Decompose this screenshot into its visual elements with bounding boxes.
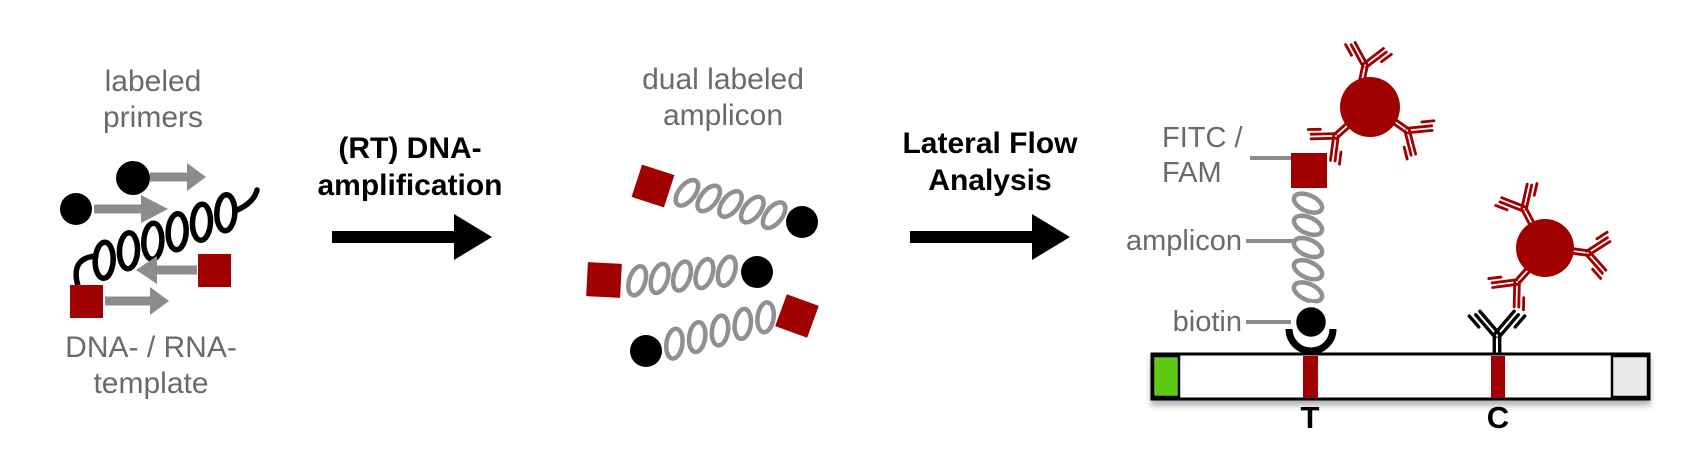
- helix-loop: [92, 239, 116, 281]
- fitc-square-icon: [70, 285, 103, 318]
- helix-loop: [116, 230, 141, 272]
- lateral-flow-strip-group: [1150, 41, 1651, 401]
- template-caption: DNA- / RNA- template: [65, 331, 237, 400]
- helix-loop: [1291, 280, 1325, 304]
- helix-loop: [760, 200, 788, 231]
- primer-arrowhead-icon: [187, 163, 206, 191]
- fitc-fam-label: FITC / FAM: [1162, 122, 1243, 189]
- amplification-arrow-label: (RT) DNA- amplification: [317, 132, 503, 202]
- nanoparticle-icon: [1516, 219, 1574, 277]
- primer-arrowhead-icon: [150, 287, 169, 315]
- antibody-icon: [1487, 259, 1539, 312]
- helix-loop: [1291, 191, 1325, 215]
- helix-loop: [141, 220, 165, 262]
- helix-loop: [755, 300, 777, 335]
- antibody-icon: [1559, 230, 1612, 280]
- amplicon-strip-label: amplicon: [1125, 225, 1242, 257]
- helix-loop: [732, 306, 754, 342]
- streptavidin-cup-icon: [1285, 328, 1337, 355]
- strip-body: [1150, 352, 1651, 401]
- nanoparticle-icon: [1340, 77, 1400, 137]
- helix-loop: [693, 256, 716, 291]
- helix-loop: [715, 254, 738, 288]
- helix-loop: [695, 183, 723, 214]
- helix-loop: [670, 259, 694, 293]
- fitc-square-icon: [1291, 153, 1327, 188]
- helix-loop: [686, 319, 708, 355]
- primer-arrowhead-icon: [141, 195, 168, 223]
- helix-loop: [1291, 213, 1325, 238]
- primer-arrowhead-icon: [136, 256, 157, 284]
- biotin-dot-icon: [116, 161, 150, 195]
- helix-loop: [648, 261, 671, 296]
- labeled-primers-group: [60, 161, 260, 318]
- fam-square-icon: [631, 164, 675, 208]
- dna-template-helix-icon: [73, 187, 260, 289]
- control-line-label: C: [1486, 400, 1510, 435]
- biotin-dot-icon: [786, 206, 818, 238]
- biotin-dot-icon: [1291, 302, 1331, 342]
- antibody-icon: [1467, 309, 1527, 355]
- sample-pad: [1151, 354, 1181, 399]
- test-strip: [1150, 352, 1651, 401]
- dual-labeled-amplicon-group: [586, 164, 819, 367]
- fam-square-icon: [775, 294, 819, 338]
- absorbent-pad: [1610, 354, 1650, 399]
- biotin-dot-icon: [741, 256, 773, 288]
- test-line: [1303, 356, 1318, 398]
- helix-loop: [717, 188, 744, 220]
- biotin-label: biotin: [1172, 306, 1242, 338]
- amplification-arrow-icon: [332, 214, 492, 260]
- helix-loop: [709, 313, 731, 348]
- antibody-icon: [1382, 111, 1436, 161]
- amplicon-helix-icon: [1291, 191, 1325, 304]
- helix-loop: [738, 194, 766, 225]
- helix-loop: [663, 326, 685, 361]
- lateral-flow-arrow-label: Lateral Flow Analysis: [902, 127, 1078, 197]
- labeled-primers-title: labeled primers: [102, 65, 203, 134]
- amplicon-group-title: dual labeled amplicon: [642, 63, 804, 132]
- helix-loop: [189, 201, 214, 243]
- fitc-square-icon: [198, 254, 231, 287]
- helix-loop: [1291, 235, 1325, 260]
- biotin-dot-icon: [630, 335, 662, 367]
- fam-square-icon: [586, 262, 622, 298]
- helix-loop: [673, 177, 701, 208]
- control-line: [1491, 356, 1505, 398]
- helix-loop: [165, 211, 189, 253]
- lateral-flow-arrow-icon: [910, 214, 1070, 260]
- helix-loop: [626, 264, 649, 298]
- helix-loop: [1291, 257, 1325, 282]
- helix-loop: [214, 192, 238, 234]
- amplicon-helix-icon: [626, 177, 788, 361]
- biotin-dot-icon: [60, 193, 92, 225]
- test-line-label: T: [1300, 400, 1320, 435]
